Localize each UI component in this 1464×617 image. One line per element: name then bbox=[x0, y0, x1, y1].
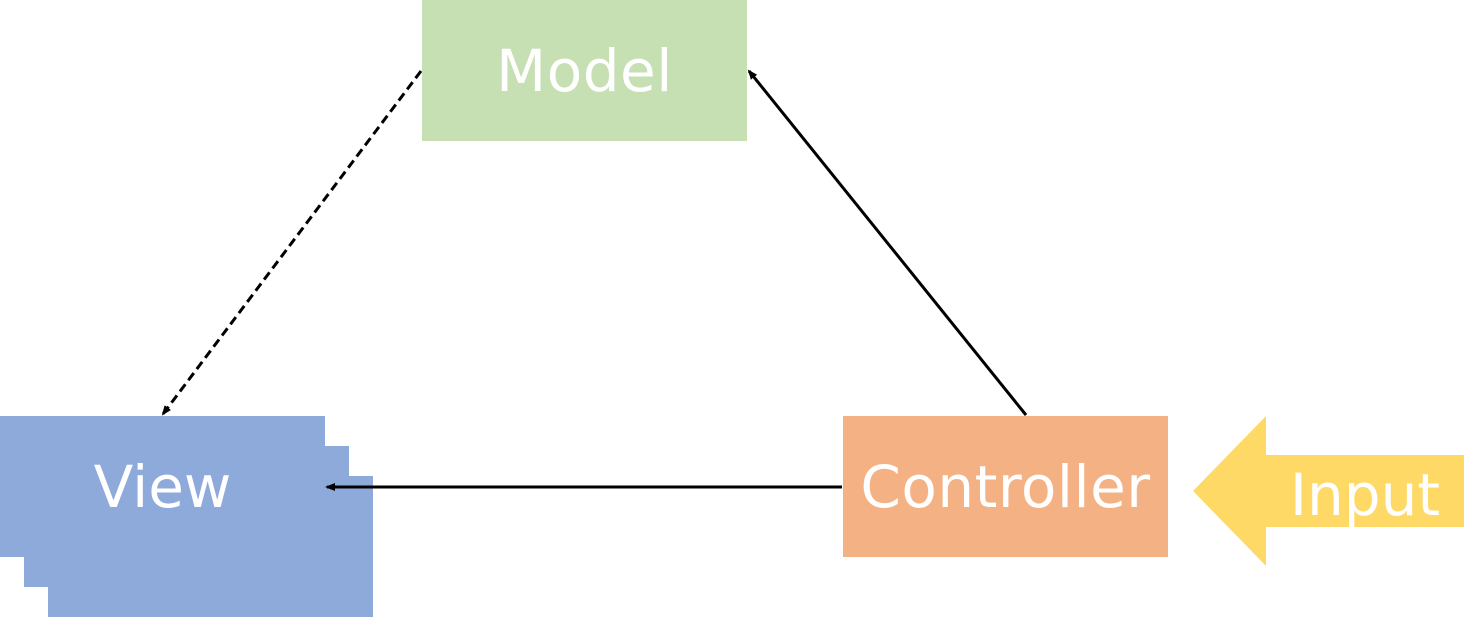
view-label: View bbox=[93, 452, 232, 521]
controller-node: Controller bbox=[843, 416, 1168, 557]
controller-to-model-edge bbox=[747, 69, 1028, 416]
input-label: Input bbox=[1289, 461, 1441, 529]
input-node: Input bbox=[1266, 455, 1464, 529]
model-to-view-edge bbox=[161, 70, 423, 416]
controller-label: Controller bbox=[860, 452, 1151, 521]
model-label: Model bbox=[496, 36, 673, 105]
model-node: Model bbox=[422, 0, 747, 141]
view-node: View bbox=[0, 416, 325, 557]
view-node-layer-front bbox=[0, 416, 325, 557]
